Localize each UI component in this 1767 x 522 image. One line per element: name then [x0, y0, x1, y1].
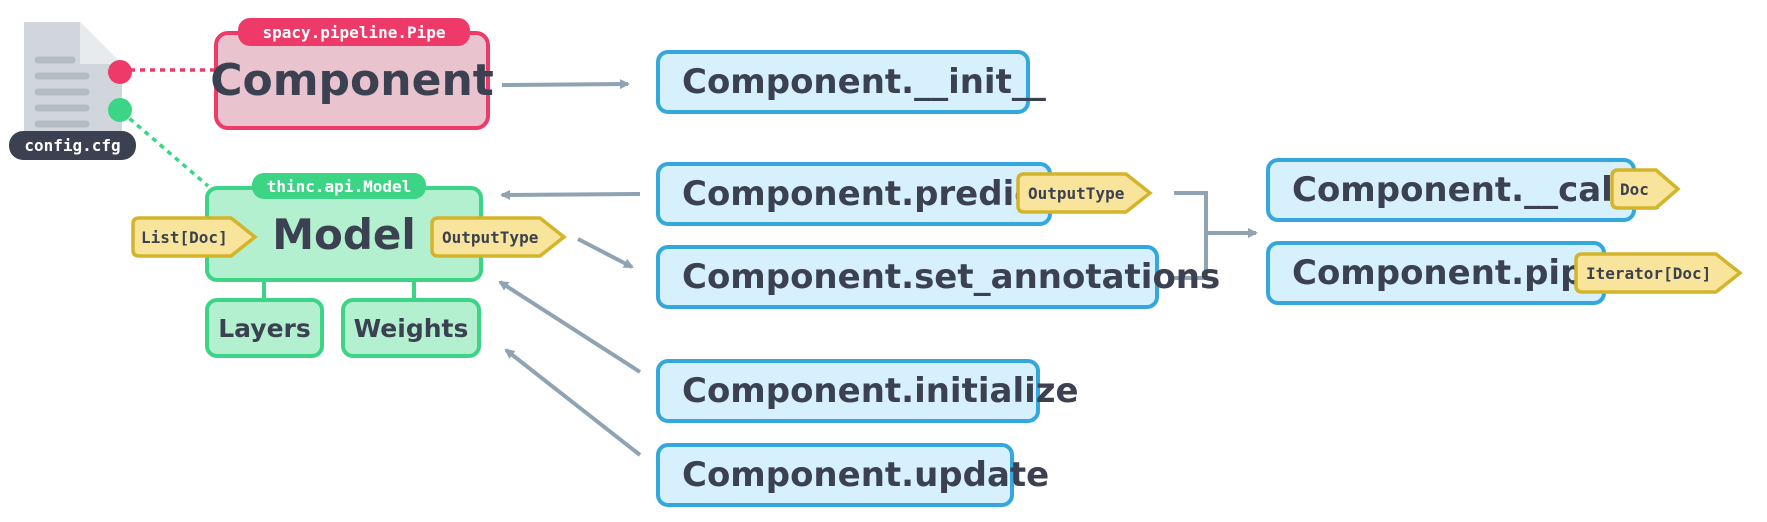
weights-box: Weights	[341, 298, 481, 358]
component-box: Component	[210, 31, 494, 130]
pipe-method-label: Component.pipe	[1292, 253, 1608, 293]
model-input-type: List[Doc]	[141, 227, 228, 247]
call-type-tag: Doc	[1610, 168, 1682, 210]
initialize-method-box: Component.initialize	[656, 359, 1079, 423]
model-output-type: OutputType	[442, 227, 539, 247]
arrow-update-to-model	[504, 348, 642, 457]
initialize-method-label: Component.initialize	[682, 371, 1079, 411]
model-title: Model	[272, 209, 416, 259]
config-file-label: config.cfg	[9, 131, 136, 160]
call-method-label: Component.__call__	[1292, 170, 1659, 210]
layers-box: Layers	[205, 298, 324, 358]
component-title: Component	[210, 55, 494, 106]
predict-method-box: Component.predict	[656, 162, 1052, 226]
layers-label: Layers	[218, 313, 311, 343]
model-input-type-tag: List[Doc]	[131, 216, 259, 258]
config-to-model-link	[120, 110, 210, 188]
init-method-box: Component.__init__	[656, 50, 1046, 114]
component-class-tag: spacy.pipeline.Pipe	[238, 18, 470, 46]
update-method-box: Component.update	[656, 443, 1049, 507]
arrow-predict-to-model	[500, 189, 641, 200]
pipe-type: Iterator[Doc]	[1586, 263, 1712, 283]
arrow-initialize-to-model	[498, 280, 642, 374]
model-output-type-tag: OutputType	[430, 216, 568, 258]
arrow-component-to-init	[501, 79, 630, 90]
predict-method-label: Component.predict	[682, 174, 1051, 214]
config-file-icon	[24, 22, 122, 140]
init-method-label: Component.__init__	[682, 62, 1046, 102]
update-method-label: Component.update	[682, 455, 1050, 495]
set-annotations-method-box: Component.set_annotations	[656, 245, 1220, 309]
predict-type-tag: OutputType	[1016, 172, 1154, 214]
config-model-dot	[108, 98, 132, 122]
predict-type: OutputType	[1028, 183, 1125, 203]
call-method-box: Component.__call__	[1266, 158, 1658, 222]
config-component-dot	[108, 60, 132, 84]
model-class-tag: thinc.api.Model	[252, 173, 426, 199]
pipe-type-tag: Iterator[Doc]	[1574, 252, 1744, 294]
call-type: Doc	[1620, 179, 1649, 199]
set-annotations-method-label: Component.set_annotations	[682, 257, 1221, 297]
pipe-method-box: Component.pipe	[1266, 241, 1608, 305]
weights-label: Weights	[353, 313, 469, 343]
arrow-model-to-set-annotations	[577, 237, 634, 269]
bracket-predict-set-annotations	[1174, 191, 1208, 280]
